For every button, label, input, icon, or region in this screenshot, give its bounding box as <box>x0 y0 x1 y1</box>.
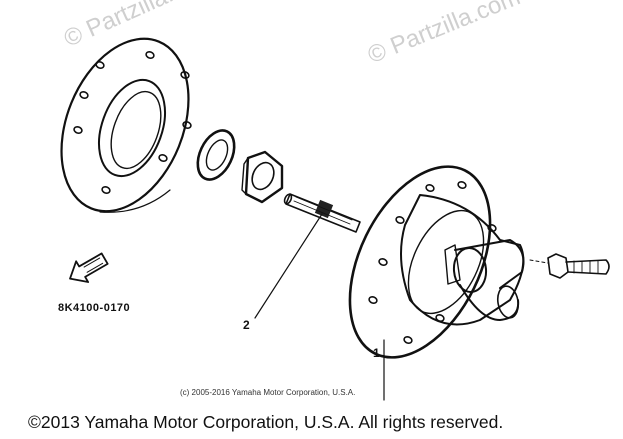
hub-assembly <box>348 165 525 359</box>
callout-number-1: 1 <box>373 346 380 360</box>
small-bolt <box>529 253 610 279</box>
diagram-copyright: (c) 2005-2016 Yamaha Motor Corporation, … <box>180 388 356 397</box>
leader-line-2 <box>254 213 323 319</box>
callout-number-2: 2 <box>243 318 250 332</box>
rear-flange-plate <box>60 37 192 213</box>
washer-ring <box>196 129 236 181</box>
hex-nut <box>241 150 284 204</box>
front-arrow-icon <box>69 252 109 283</box>
pin-rod <box>283 193 361 233</box>
part-code-label: 8K4100-0170 <box>58 302 131 314</box>
footer-copyright: ©2013 Yamaha Motor Corporation, U.S.A. A… <box>28 412 504 432</box>
